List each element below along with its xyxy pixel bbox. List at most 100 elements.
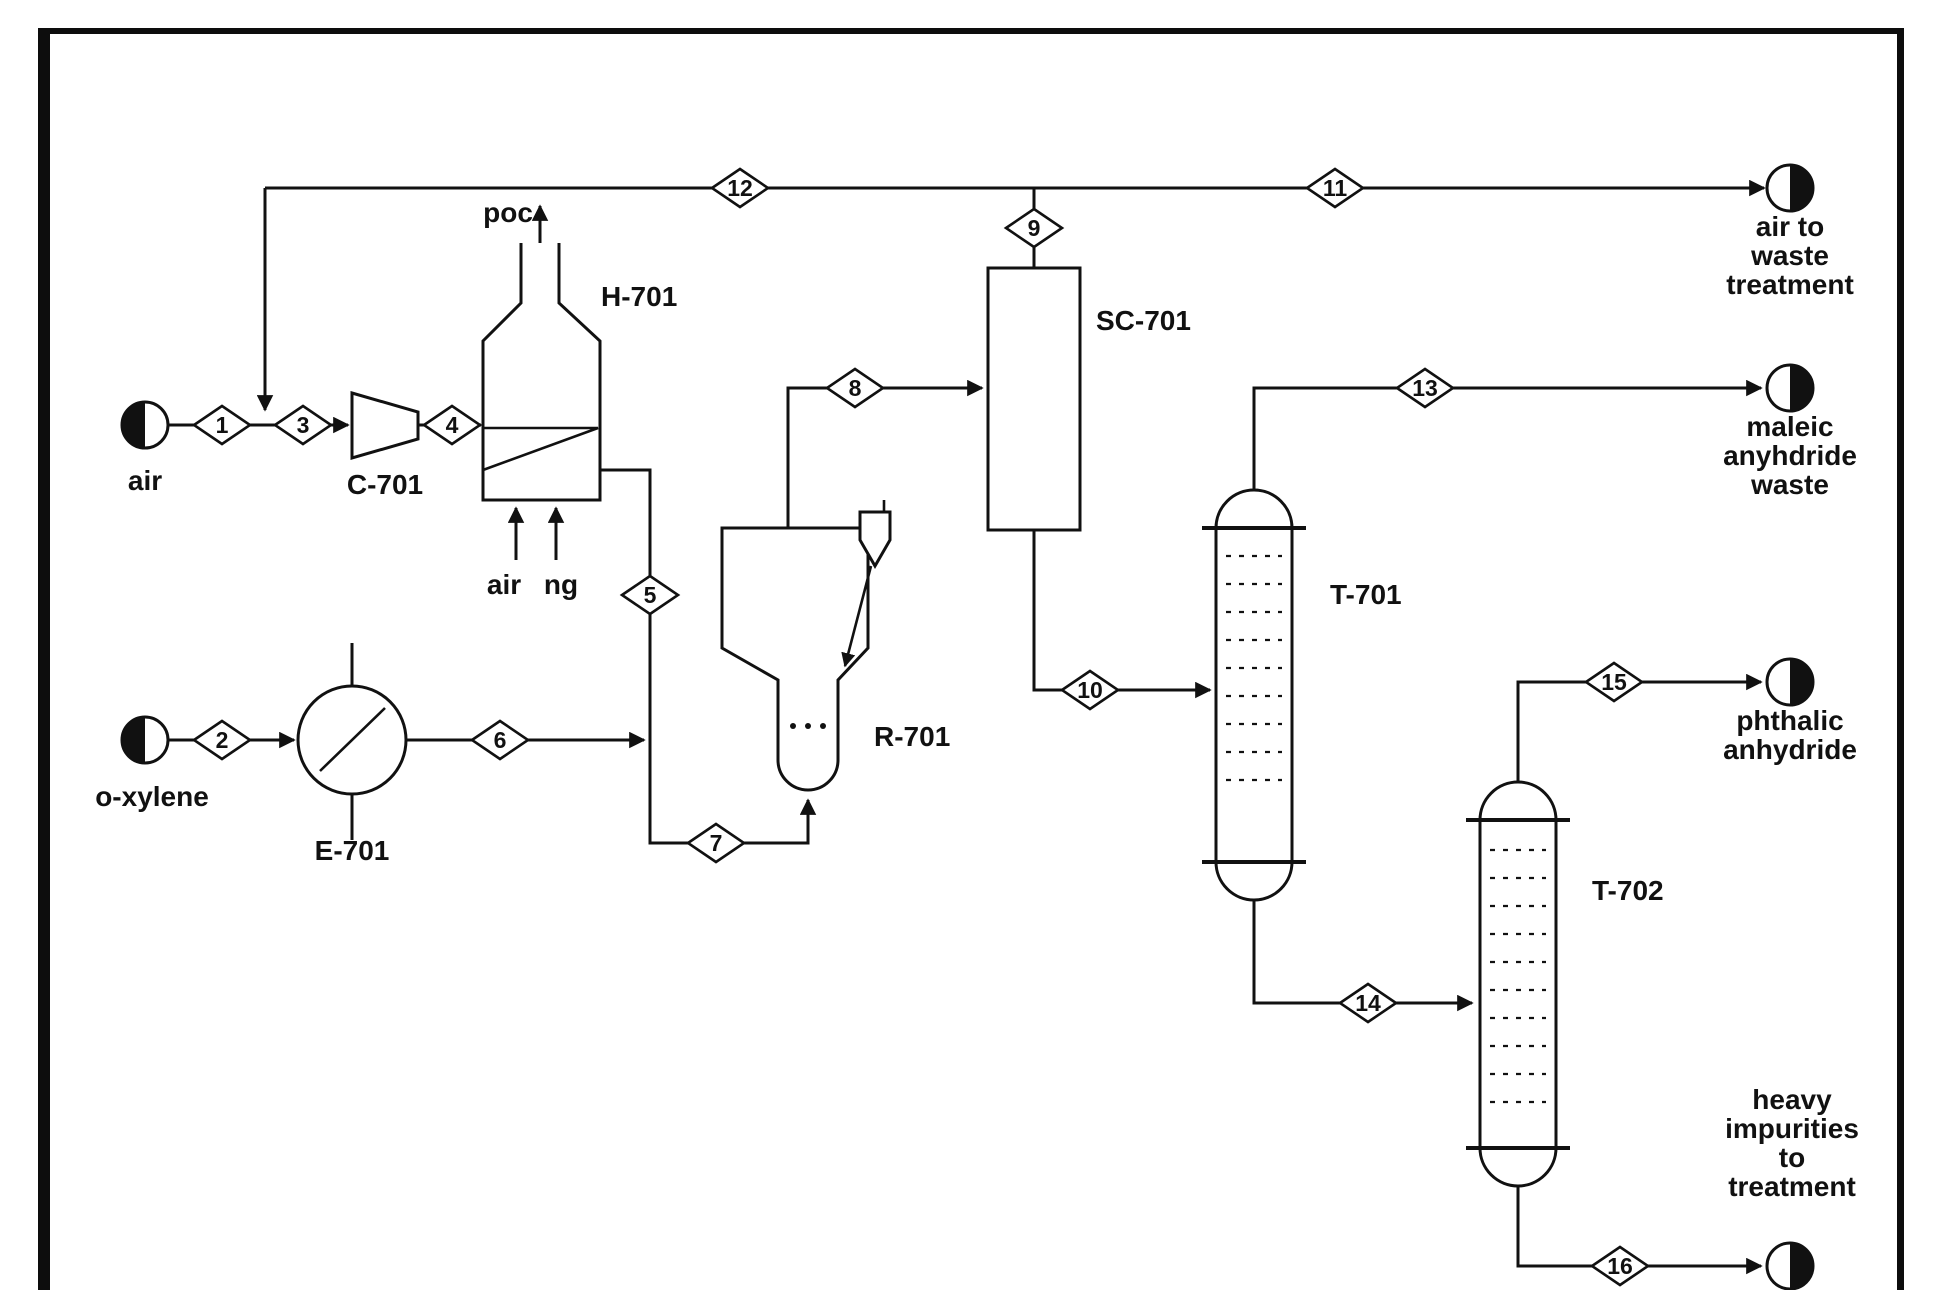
connector-fill-left bbox=[122, 717, 145, 763]
diamond-shape bbox=[1589, 1245, 1651, 1287]
stream-diamond-7: 7 bbox=[685, 822, 747, 864]
catalyst-dot bbox=[820, 723, 826, 729]
svg-text:air to: air to bbox=[1756, 211, 1824, 242]
stream-diamond-9: 9 bbox=[1003, 207, 1065, 249]
frame-left bbox=[38, 28, 50, 1290]
pipe-t701-overhead-stream13 bbox=[1252, 379, 1763, 490]
output-connector-air-waste bbox=[1765, 163, 1815, 213]
stream-diamond-16: 16 bbox=[1589, 1245, 1651, 1287]
svg-text:treatment: treatment bbox=[1728, 1171, 1856, 1202]
compressor-c701 bbox=[350, 391, 420, 460]
diamond-shape bbox=[1059, 669, 1121, 711]
stream-number: 8 bbox=[849, 375, 862, 401]
stream-diamond-12: 12 bbox=[709, 167, 771, 209]
reactor-body bbox=[720, 526, 870, 792]
stream-number: 16 bbox=[1607, 1253, 1633, 1279]
diamond-shape bbox=[272, 404, 334, 446]
diamond-shape bbox=[191, 404, 253, 446]
stream-number: 3 bbox=[297, 412, 310, 438]
svg-text:maleic: maleic bbox=[1746, 411, 1833, 442]
svg-text:waste: waste bbox=[1750, 240, 1829, 271]
equipment-tag-c701: C-701 bbox=[347, 469, 423, 500]
column-trays bbox=[1226, 554, 1282, 782]
input-connector-air bbox=[120, 400, 170, 450]
svg-text:to: to bbox=[1779, 1142, 1805, 1173]
stream-diamond-14: 14 bbox=[1337, 982, 1399, 1024]
heater-body bbox=[481, 243, 602, 502]
stream-number: 5 bbox=[644, 582, 657, 608]
pipe-scrubber-bottom-stream10 bbox=[1032, 530, 1212, 699]
stream-diamond-6: 6 bbox=[469, 719, 531, 761]
diamond-shape bbox=[421, 404, 483, 446]
catalyst-dots bbox=[790, 723, 826, 729]
diamond-shape bbox=[1394, 367, 1456, 409]
stream-number: 4 bbox=[446, 412, 459, 438]
pipe-heater-out-stream5-7 bbox=[600, 468, 817, 845]
diamond-shape bbox=[824, 367, 886, 409]
svg-text:anyhdride: anyhdride bbox=[1723, 440, 1857, 471]
cyclone-dipleg bbox=[841, 565, 873, 668]
equipment-tag-t701: T-701 bbox=[1330, 579, 1402, 610]
stream-diamond-13: 13 bbox=[1394, 367, 1456, 409]
heater-label-poc: poc bbox=[483, 197, 533, 228]
stream-number: 12 bbox=[727, 175, 753, 201]
labels: air o-xylene C-701 H-701 E-701 R-701 SC-… bbox=[95, 197, 1859, 1202]
stream-diamonds: 1 2 3 4 5 6 7 8 bbox=[191, 167, 1651, 1287]
stream-diamond-5: 5 bbox=[619, 574, 681, 616]
connector-fill-right bbox=[1790, 1243, 1813, 1289]
stream-number: 11 bbox=[1323, 175, 1348, 201]
connector-fill-right bbox=[1790, 659, 1813, 705]
pipe-reactor-overhead-stream8 bbox=[786, 379, 984, 528]
output-connector-maleic bbox=[1765, 363, 1815, 413]
equipment-tag-t702: T-702 bbox=[1592, 875, 1664, 906]
scrubber-body bbox=[986, 266, 1082, 532]
equipment-tag-sc701: SC-701 bbox=[1096, 305, 1191, 336]
heater-label-fuel-ng: ng bbox=[544, 569, 578, 600]
column-t701 bbox=[1202, 488, 1306, 902]
diamond-shape bbox=[1003, 207, 1065, 249]
stream-diamond-11: 11 bbox=[1304, 167, 1366, 209]
heater-coil bbox=[482, 426, 599, 472]
input-label-oxylene: o-xylene bbox=[95, 781, 209, 812]
output-label-air-waste: air to waste treatment bbox=[1726, 211, 1854, 300]
equipment-tag-h701: H-701 bbox=[601, 281, 677, 312]
stream-number: 14 bbox=[1355, 990, 1381, 1016]
output-label-heavy: heavy impurities to treatment bbox=[1725, 1084, 1859, 1202]
diamond-shape bbox=[191, 719, 253, 761]
diamond-shape bbox=[1337, 982, 1399, 1024]
diamond-shape bbox=[709, 167, 771, 209]
svg-text:treatment: treatment bbox=[1726, 269, 1854, 300]
compressor-body bbox=[350, 391, 420, 460]
catalyst-dot bbox=[805, 723, 811, 729]
stream-number: 7 bbox=[710, 830, 723, 856]
diamond-shape bbox=[469, 719, 531, 761]
output-label-maleic: maleic anyhdride waste bbox=[1723, 411, 1857, 500]
column-t702 bbox=[1466, 780, 1570, 1188]
exchanger-e701 bbox=[296, 684, 408, 796]
stream-number: 10 bbox=[1077, 677, 1103, 703]
diamond-shape bbox=[1304, 167, 1366, 209]
stream-number: 13 bbox=[1412, 375, 1438, 401]
connector-fill-right bbox=[1790, 365, 1813, 411]
stream-number: 2 bbox=[216, 727, 229, 753]
connector-fill-left bbox=[122, 402, 145, 448]
equipment-tag-e701: E-701 bbox=[315, 835, 390, 866]
equipment bbox=[296, 243, 1570, 1188]
heater-label-fuel-air: air bbox=[487, 569, 521, 600]
stream-diamond-4: 4 bbox=[421, 404, 483, 446]
stream-number: 1 bbox=[216, 412, 229, 438]
svg-text:impurities: impurities bbox=[1725, 1113, 1859, 1144]
pipe-t701-bottoms-stream14 bbox=[1252, 898, 1474, 1012]
stream-number: 6 bbox=[494, 727, 507, 753]
stream-diamond-10: 10 bbox=[1059, 669, 1121, 711]
heater-h701 bbox=[481, 243, 602, 502]
output-label-phthalic: phthalic anhydride bbox=[1723, 705, 1857, 765]
stream-number: 15 bbox=[1601, 669, 1627, 695]
output-connector-heavy bbox=[1765, 1241, 1815, 1290]
output-connector-phthalic bbox=[1765, 657, 1815, 707]
svg-text:phthalic: phthalic bbox=[1736, 705, 1843, 736]
stream-diamond-1: 1 bbox=[191, 404, 253, 446]
svg-text:waste: waste bbox=[1750, 469, 1829, 500]
catalyst-dot bbox=[790, 723, 796, 729]
